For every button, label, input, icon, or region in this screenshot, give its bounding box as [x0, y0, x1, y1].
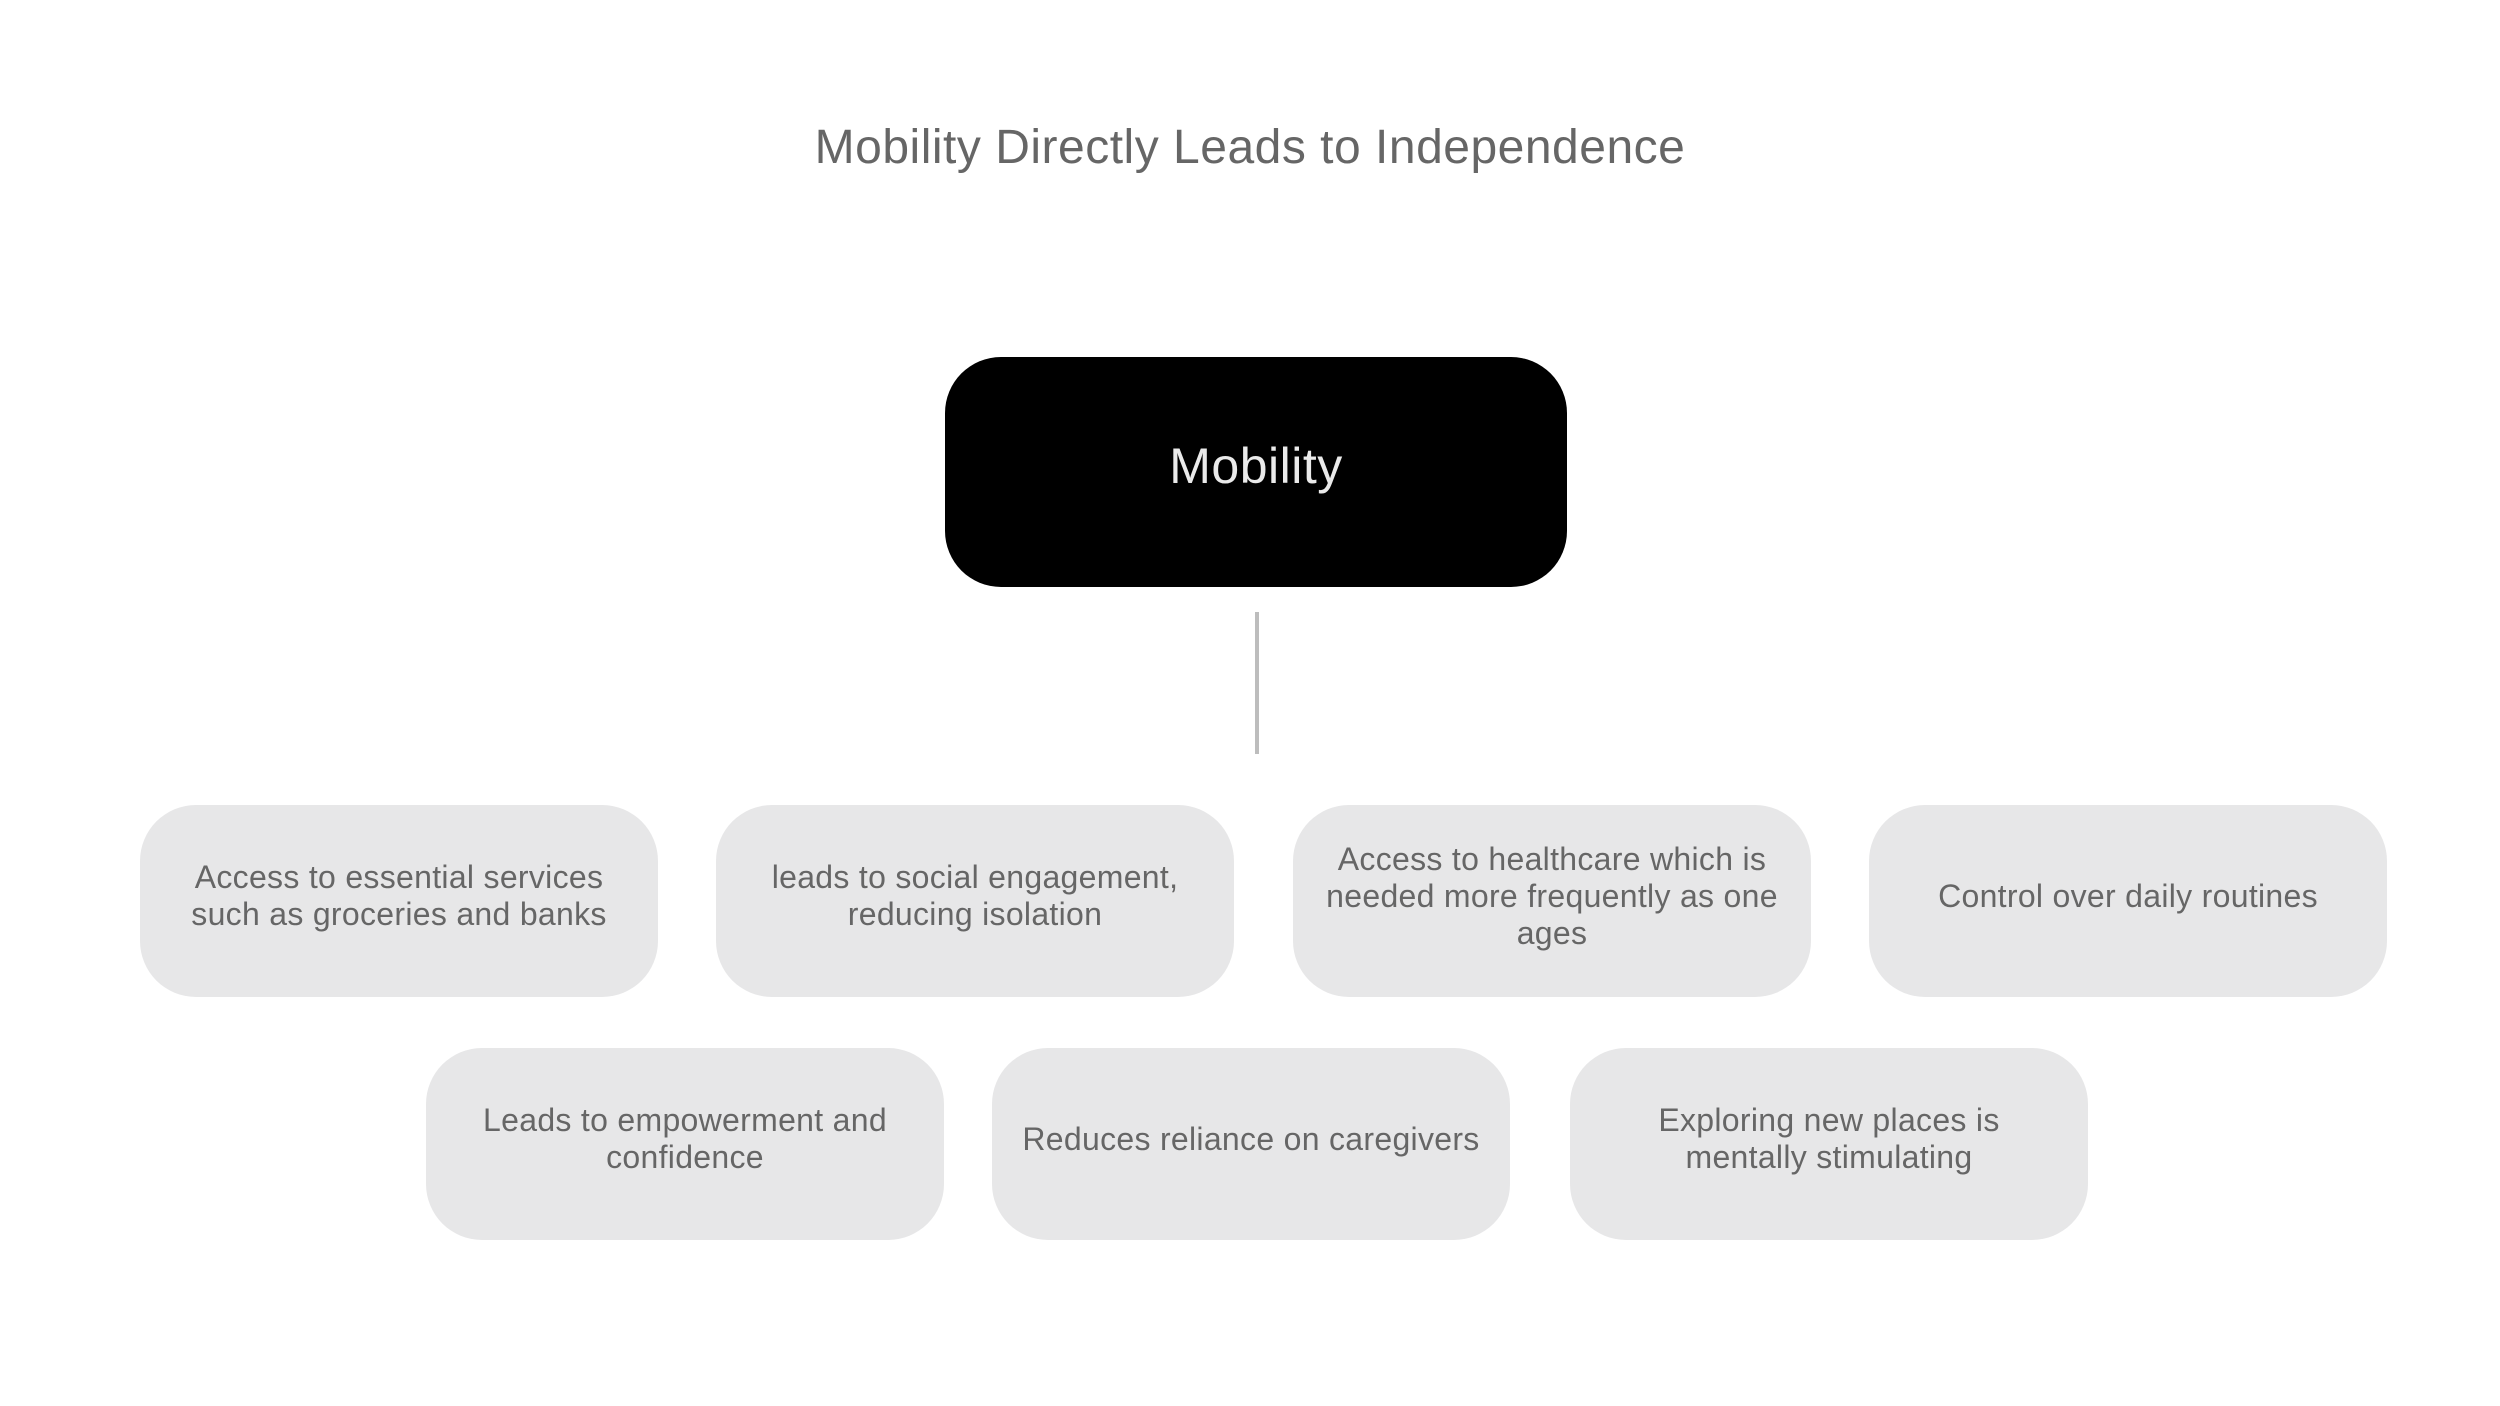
child-node-label: Control over daily routines	[1938, 877, 2318, 914]
child-node-label: Reduces reliance on caregivers	[1022, 1120, 1480, 1157]
child-node-healthcare-access: Access to healthcare which is needed mor…	[1293, 805, 1811, 997]
root-node-mobility: Mobility	[945, 357, 1567, 587]
child-node-empowerment: Leads to empowerment and confidence	[426, 1048, 944, 1240]
child-node-label: Leads to empowerment and confidence	[483, 1102, 887, 1175]
child-node-label: Access to essential services such as gro…	[191, 859, 607, 932]
child-node-daily-routines: Control over daily routines	[1869, 805, 2387, 997]
child-node-label: Exploring new places is mentally stimula…	[1658, 1102, 2000, 1175]
diagram-title: Mobility Directly Leads to Independence	[814, 121, 1686, 174]
child-node-label: leads to social engagement, reducing iso…	[771, 859, 1179, 932]
child-node-caregiver-reliance: Reduces reliance on caregivers	[992, 1048, 1510, 1240]
child-node-social-engagement: leads to social engagement, reducing iso…	[716, 805, 1234, 997]
root-node-label: Mobility	[1169, 438, 1343, 494]
child-node-mental-stimulation: Exploring new places is mentally stimula…	[1570, 1048, 2088, 1240]
child-node-essential-services: Access to essential services such as gro…	[140, 805, 658, 997]
root-connector-line	[1255, 612, 1259, 754]
child-node-label: Access to healthcare which is needed mor…	[1326, 840, 1778, 951]
